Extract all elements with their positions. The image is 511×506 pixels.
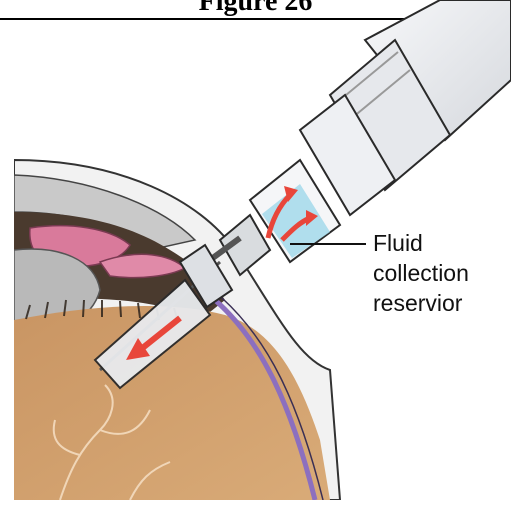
callout-line: Fluid: [373, 228, 469, 258]
callout-line: collection: [373, 258, 469, 288]
callout-line: reservior: [373, 288, 469, 318]
callout-label: Fluid collection reservior: [373, 228, 469, 318]
